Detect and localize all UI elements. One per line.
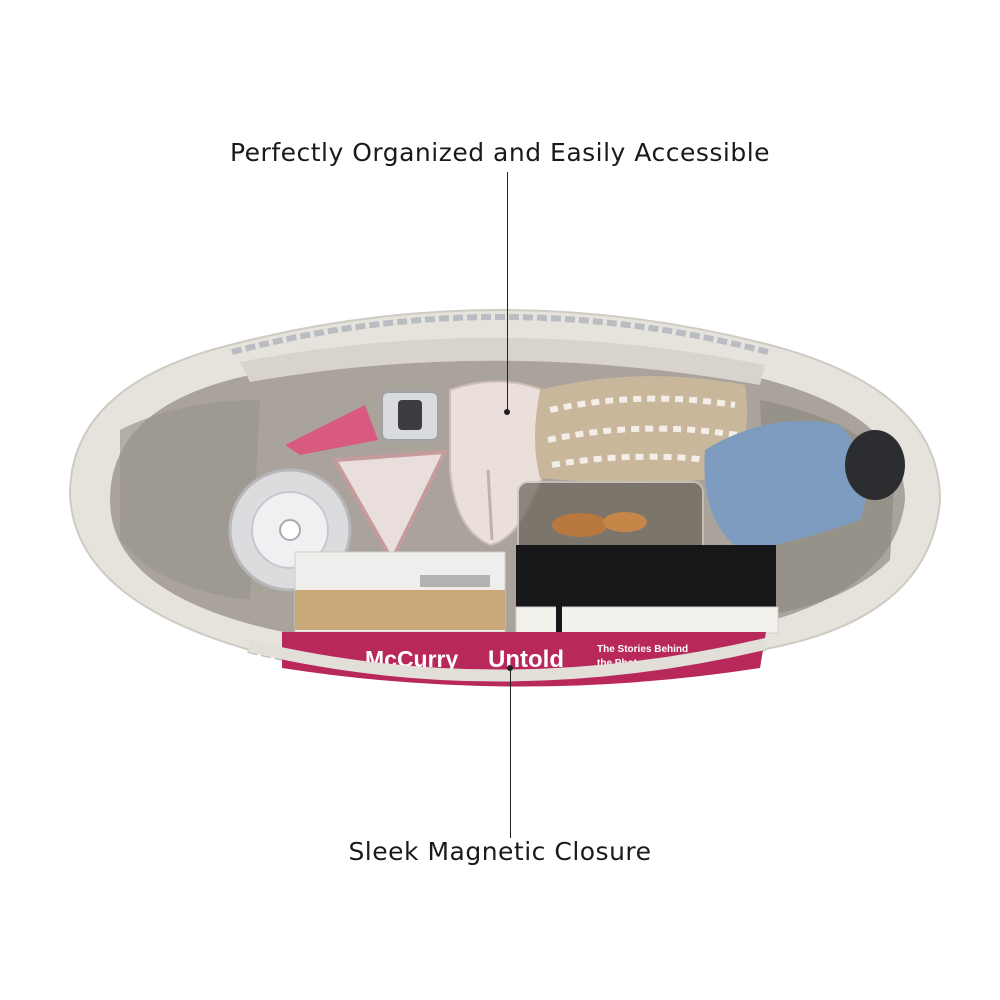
bag-rim-top: [240, 337, 765, 385]
chain-top: [231, 314, 769, 355]
bag-side-left: [120, 400, 260, 600]
callout-organized: Perfectly Organized and Easily Accessibl…: [229, 138, 771, 167]
paperback-book: [294, 551, 506, 633]
umbrella: [704, 420, 905, 550]
food-container: [517, 481, 704, 563]
knit-scarf: [535, 376, 748, 483]
book-subtitle-1: The Stories Behind: [597, 644, 688, 655]
leader-line-top: [507, 172, 508, 412]
triangle-pouch: [331, 449, 449, 565]
black-notebook: [515, 545, 779, 634]
callout-closure: Sleek Magnetic Closure: [348, 837, 652, 866]
bag-rim-bottom: [248, 638, 765, 682]
perfume-bottle: [381, 391, 439, 441]
leader-line-bottom: [510, 668, 511, 838]
compact-mirror: [285, 405, 378, 455]
leader-dot-top: [504, 409, 510, 415]
